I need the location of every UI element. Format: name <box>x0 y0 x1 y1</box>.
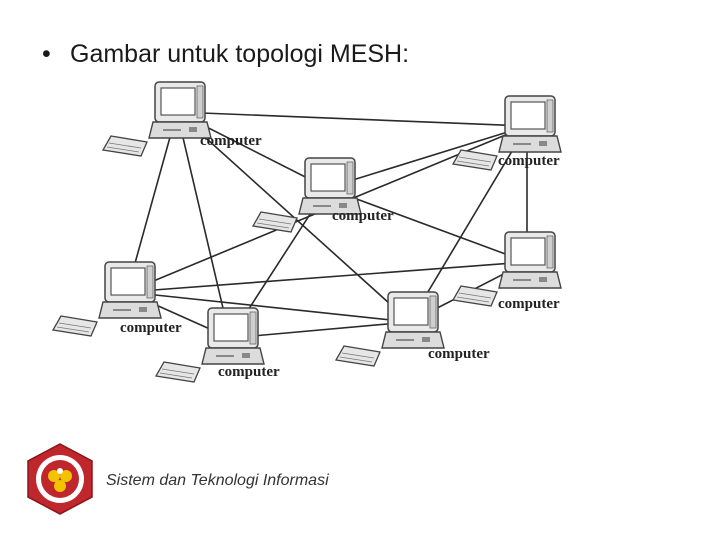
computer-node: computer <box>452 95 562 171</box>
computer-label: computer <box>120 320 182 336</box>
connection-lines <box>126 111 528 339</box>
connection-line-c1-c2 <box>176 111 528 127</box>
university-seal-icon <box>24 442 96 516</box>
computer-node: computer <box>452 231 562 312</box>
computer-icon <box>452 231 562 307</box>
bullet-icon: • <box>42 40 51 68</box>
computer-node: computer <box>335 291 490 367</box>
connection-line-c4-c5 <box>126 261 528 293</box>
connection-line-c6-c7 <box>229 321 411 339</box>
connection-line-c5-c6 <box>126 291 411 323</box>
computer-label: computer <box>218 364 280 380</box>
footer-text: Sistem dan Teknologi Informasi <box>106 472 329 489</box>
computer-nodes: computer computer computer computer computer… <box>52 81 562 383</box>
computer-label: computer <box>200 133 262 149</box>
computer-icon <box>102 81 212 157</box>
slide-bullet-text: Gambar untuk topologi MESH: <box>70 40 410 68</box>
computer-label: computer <box>428 346 490 362</box>
computer-node: computer <box>155 307 280 383</box>
computer-label: computer <box>498 153 560 169</box>
connection-line-c1-c7 <box>176 111 231 339</box>
connection-line-c2-c6 <box>409 125 528 323</box>
computer-label: computer <box>498 296 560 312</box>
computer-node: computer <box>252 157 394 233</box>
connection-line-c2-c3 <box>326 125 528 189</box>
bullet-point: • Gambar untuk topologi MESH: <box>42 40 409 69</box>
connection-line-c3-c4 <box>326 187 528 263</box>
computer-node: computer <box>102 81 262 157</box>
computer-label: computer <box>332 208 394 224</box>
computer-node: computer <box>52 261 182 337</box>
